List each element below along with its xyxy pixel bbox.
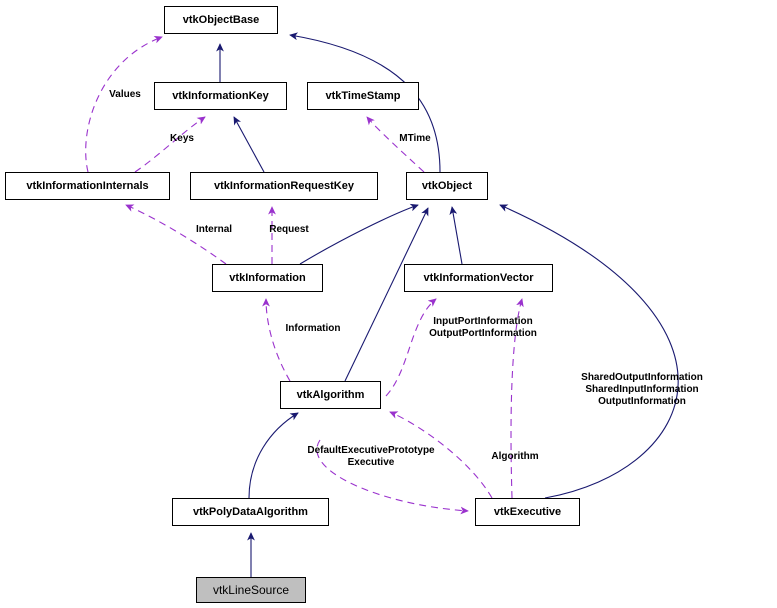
edge-informationinternals-informationkey-keys	[134, 116, 206, 173]
usage-edges	[85, 35, 524, 515]
edge-algorithm-informationvector-portinformation	[385, 298, 437, 397]
class-node-vtkInformationInternals[interactable]: vtkInformationInternals	[5, 172, 170, 200]
class-node-vtkAlgorithm[interactable]: vtkAlgorithm	[280, 381, 381, 409]
class-node-vtkPolyDataAlgorithm[interactable]: vtkPolyDataAlgorithm	[172, 498, 329, 526]
edge-information-informationinternals-internal	[125, 204, 227, 265]
inheritance-edges	[216, 32, 679, 577]
class-node-vtkInformationVector[interactable]: vtkInformationVector	[404, 264, 553, 292]
class-node-vtkInformationKey[interactable]: vtkInformationKey	[154, 82, 287, 110]
edge-informationvector-object	[449, 206, 463, 265]
edge-object-timestamp-mtime	[366, 116, 425, 173]
edge-executive-algorithm-algorithm	[389, 411, 493, 499]
edge-polydataalgorithm-executive-defaultexecutive	[316, 439, 469, 515]
edge-executive-object	[499, 204, 679, 499]
edge-requestkey-informationkey	[233, 116, 265, 173]
edge-executive-informationvector-sharedinformation	[510, 298, 524, 499]
class-node-vtkExecutive[interactable]: vtkExecutive	[475, 498, 580, 526]
class-node-vtkObjectBase[interactable]: vtkObjectBase	[164, 6, 278, 34]
class-node-vtkObject[interactable]: vtkObject	[406, 172, 488, 200]
edge-informationinternals-objectbase-values	[85, 35, 163, 173]
class-node-vtkInformationRequestKey[interactable]: vtkInformationRequestKey	[190, 172, 378, 200]
edge-information-object	[299, 203, 419, 265]
class-node-vtkLineSource[interactable]: vtkLineSource	[196, 577, 306, 603]
edge-algorithm-object	[344, 207, 429, 382]
class-node-vtkInformation[interactable]: vtkInformation	[212, 264, 323, 292]
edge-algorithm-information-information	[262, 298, 291, 382]
class-node-vtkTimeStamp[interactable]: vtkTimeStamp	[307, 82, 419, 110]
edge-polydataalgorithm-algorithm	[248, 412, 299, 499]
